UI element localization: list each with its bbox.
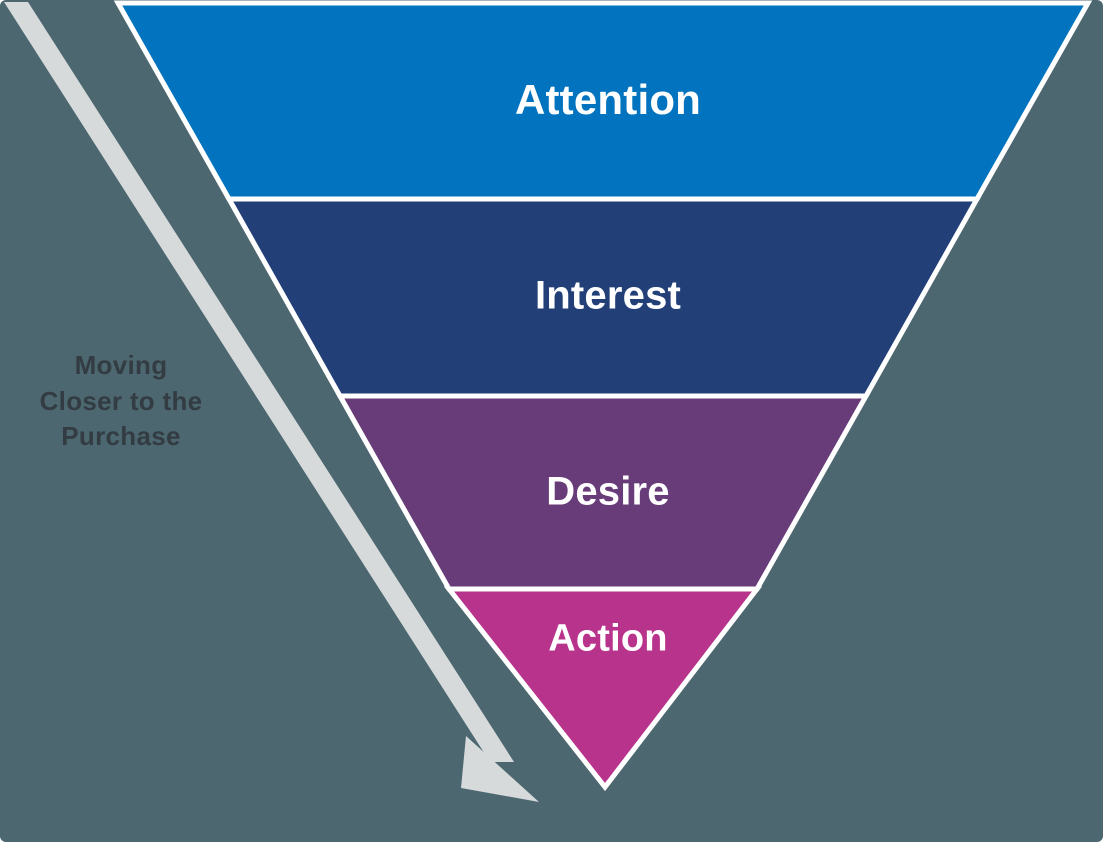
funnel-band-interest [224, 196, 982, 399]
annotation-line-3: Purchase [61, 421, 181, 452]
progression-arrow-icon [4, 2, 539, 802]
funnel-annotation: Moving Closer to the Purchase [16, 348, 226, 455]
annotation-line-2: Closer to the [39, 385, 203, 416]
funnel-band-desire [335, 393, 871, 592]
annotation-line-1: Moving [74, 350, 168, 380]
funnel-band-action [443, 586, 763, 792]
funnel-band-attention [113, 0, 1093, 202]
